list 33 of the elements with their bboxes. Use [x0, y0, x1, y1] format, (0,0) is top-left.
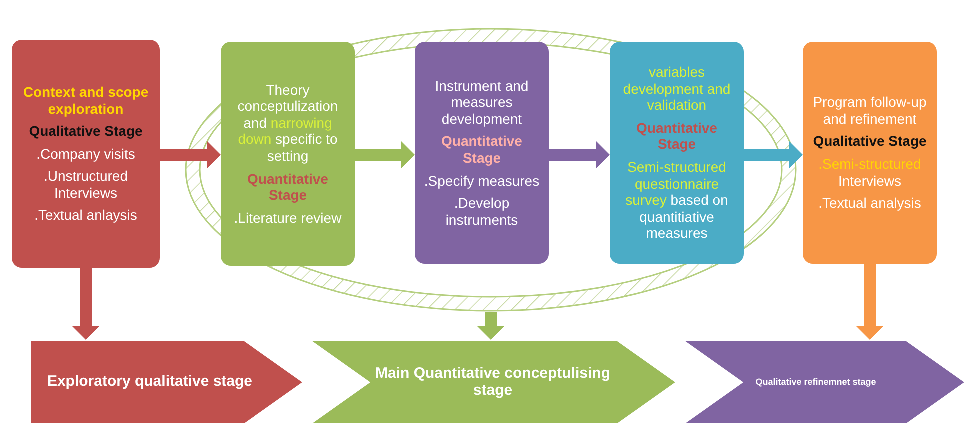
box-text: .Company visits: [36, 146, 136, 162]
stage-box: [415, 42, 549, 264]
box-text: Quantitative Stage: [246, 170, 330, 204]
box-text: .Unstructured Interviews: [42, 168, 130, 202]
box-text: .Literature review: [234, 210, 342, 226]
block-arrow: [477, 312, 505, 340]
box-text: .Semi-structured Interviews: [818, 156, 922, 190]
box-text: Instrument and measures development: [434, 78, 530, 128]
box-text: Qualitative Stage: [813, 133, 927, 150]
box-text: .Develop instruments: [444, 195, 520, 228]
box-text: Program follow-up and refinement: [812, 94, 928, 128]
box-text: Theory conceptulization and narrowing down specific to setting: [236, 82, 340, 165]
stage-box: [12, 40, 160, 268]
box-text: Quantitative Stage: [440, 133, 524, 167]
stage-box: [610, 42, 744, 264]
box-text: Qualitative Stage: [29, 123, 143, 140]
block-arrow: [856, 264, 884, 340]
box-text: Quantitative Stage: [636, 120, 718, 153]
block-arrow: [549, 141, 610, 169]
box-text: variables development and validation: [622, 64, 732, 114]
box-text: .Textual anlaysis: [34, 207, 138, 224]
box-text: .Textual analysis: [818, 195, 922, 212]
chevron-label: Main Quantitative conceptulising stage: [374, 364, 612, 400]
stage-box: [803, 42, 937, 264]
stage-box: [221, 42, 355, 266]
box-text: Context and scope exploration: [22, 84, 150, 118]
chevron-label: Exploratory qualitative stage: [46, 372, 254, 392]
block-arrow: [355, 141, 415, 169]
box-text: .Specify measures: [424, 172, 540, 190]
chevron-label: Qualitative refinemnet stage: [754, 376, 878, 389]
block-arrow: [744, 141, 803, 169]
box-text: Semi-structured questionnaire survey based on quantitiative measures: [624, 159, 730, 242]
block-arrow: [72, 268, 100, 340]
